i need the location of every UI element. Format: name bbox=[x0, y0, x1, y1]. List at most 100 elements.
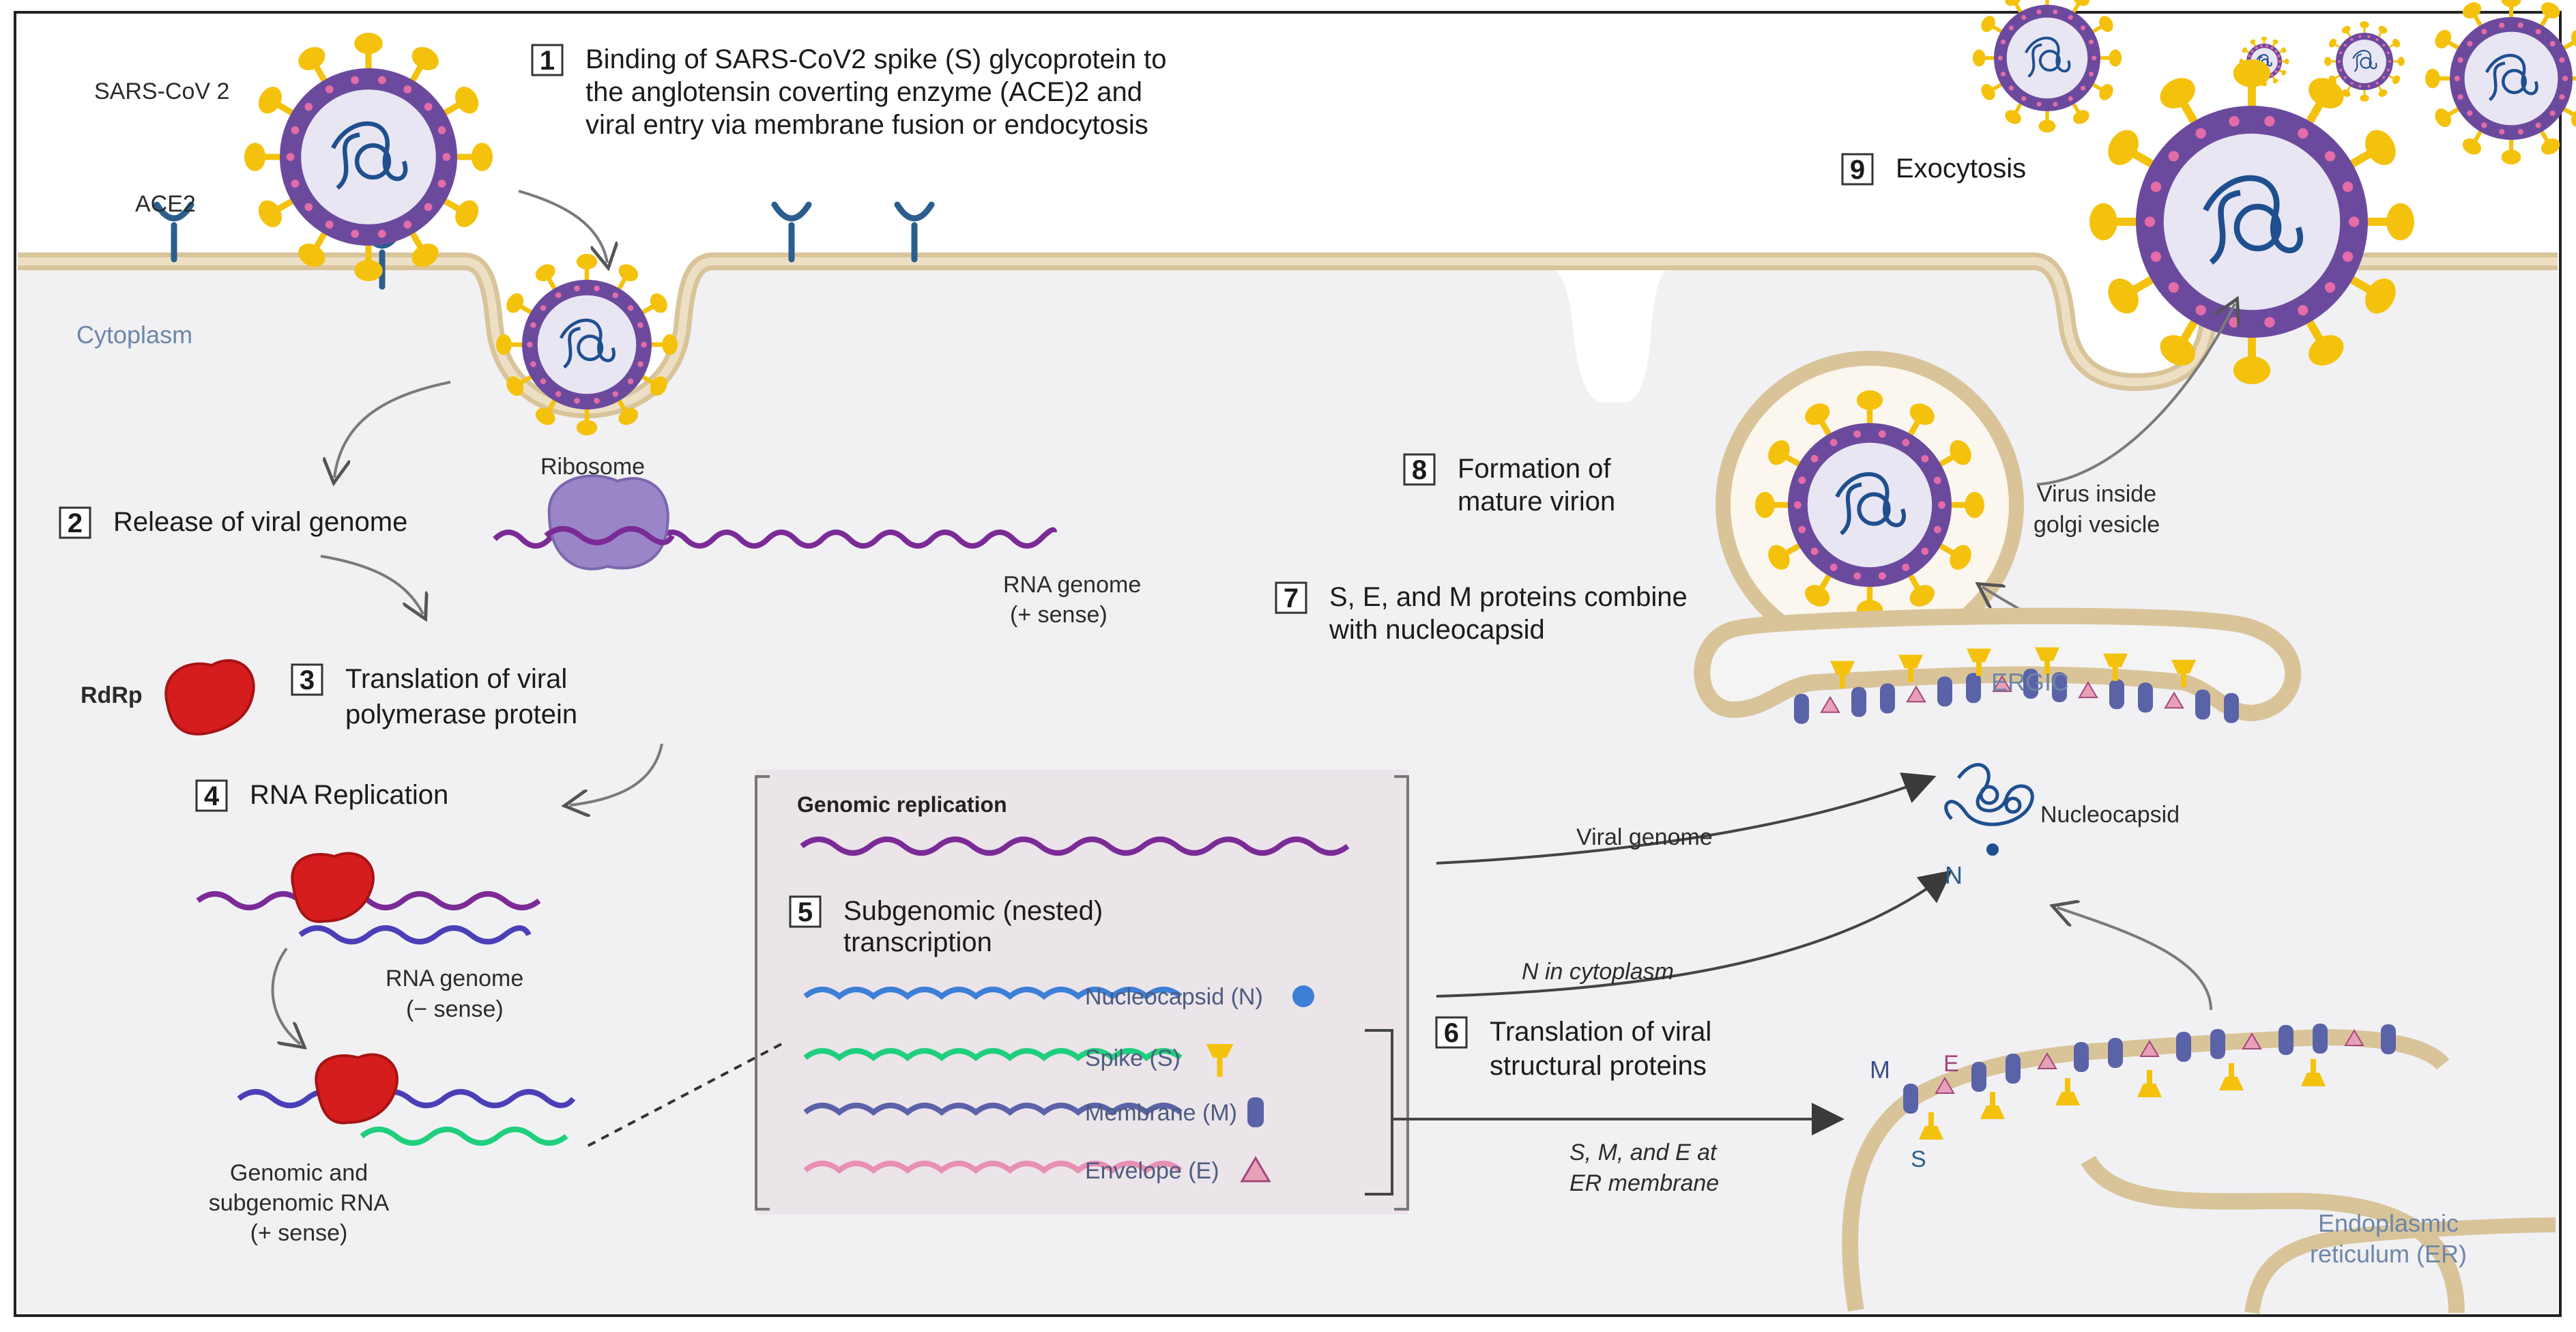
virion bbox=[2089, 59, 2415, 384]
spike-protein bbox=[617, 399, 639, 425]
spike-protein bbox=[2038, 111, 2056, 133]
er-membrane-proteins-label-2: ER membrane bbox=[1569, 1170, 1719, 1196]
spike-protein bbox=[2171, 659, 2196, 687]
spike-protein bbox=[2160, 78, 2198, 124]
viral-core bbox=[2343, 40, 2386, 83]
transcript-list: Nucleocapsid (N)Spike (S)Membrane (M)Env… bbox=[803, 984, 1314, 1184]
envelope-protein bbox=[2139, 1040, 2160, 1057]
spike-protein bbox=[2368, 203, 2415, 241]
spike-protein bbox=[2100, 49, 2122, 67]
n-cytoplasm-arrow-label: N in cytoplasm bbox=[1522, 959, 1674, 985]
rdrp-on-strand bbox=[291, 852, 375, 923]
spike-protein bbox=[1952, 491, 1985, 519]
transcript-row: Nucleocapsid (N) bbox=[803, 984, 1314, 1010]
membrane-protein bbox=[2278, 1025, 2293, 1055]
spike-protein bbox=[2072, 103, 2089, 124]
transcript-label: Membrane (M) bbox=[1085, 1100, 1237, 1126]
replication-strands bbox=[196, 891, 576, 1146]
spike-protein bbox=[2573, 76, 2576, 81]
spike-protein bbox=[2233, 338, 2271, 384]
spike-protein bbox=[1805, 574, 1832, 607]
step-number: 9 bbox=[1850, 155, 1865, 185]
spike-protein bbox=[1981, 83, 2002, 100]
ergic-membrane bbox=[1694, 607, 2302, 722]
envelope-protein bbox=[2078, 681, 2098, 699]
membrane-protein-icon bbox=[1247, 1097, 1264, 1127]
step-number: 8 bbox=[1412, 455, 1427, 485]
virion bbox=[244, 33, 493, 281]
spike-protein bbox=[2272, 39, 2278, 47]
transcript-label: Spike (S) bbox=[1085, 1045, 1181, 1071]
ace2-receptor bbox=[771, 201, 812, 263]
spike-protein bbox=[1980, 1092, 2005, 1119]
spike-protein bbox=[535, 264, 557, 290]
spike-protein bbox=[2301, 1059, 2326, 1086]
spike-protein bbox=[1908, 403, 1935, 436]
membrane-protein bbox=[1851, 686, 1866, 717]
ace2-receptor bbox=[894, 201, 935, 263]
step-number-box bbox=[195, 779, 228, 812]
spike-protein bbox=[2324, 57, 2336, 66]
e-label: E bbox=[1943, 1051, 1959, 1077]
rna-through-ribosome bbox=[544, 526, 675, 545]
membrane-protein bbox=[1903, 1084, 1918, 1114]
spike-protein bbox=[1830, 661, 1855, 689]
envelope-protein bbox=[1820, 695, 1840, 713]
spike-protein bbox=[1768, 543, 1801, 570]
er-proteins bbox=[1903, 1024, 2396, 1140]
spike-protein bbox=[2360, 90, 2369, 102]
spike-protein bbox=[2233, 59, 2271, 106]
nucleocapsid-shape bbox=[1944, 763, 2034, 826]
membrane-protein bbox=[2195, 689, 2210, 720]
spike-protein bbox=[2072, 0, 2089, 13]
genomic-replication-strand bbox=[800, 837, 1350, 856]
spike-protein bbox=[506, 293, 532, 315]
plasma-membrane-inner bbox=[18, 257, 2558, 414]
virion bbox=[1754, 390, 1985, 620]
membrane-protein bbox=[2381, 1024, 2396, 1054]
step-number-box bbox=[1435, 1016, 1468, 1049]
ergic-label: ERGIC bbox=[1991, 668, 2069, 696]
spike-protein bbox=[1939, 543, 1971, 570]
step-text: transcription bbox=[843, 927, 992, 957]
nucleocapsid-label: Nucleocapsid bbox=[2040, 802, 2180, 828]
arrow-n-cytoplasm bbox=[1436, 870, 1953, 998]
step-number-box bbox=[1841, 153, 1874, 186]
genomic-subgenomic-label-1: Genomic and bbox=[230, 1160, 368, 1186]
spike-protein bbox=[2377, 85, 2388, 98]
golgi-label-2: golgi vesicle bbox=[2034, 512, 2160, 538]
spike-protein bbox=[444, 199, 479, 227]
spike-protein bbox=[2282, 58, 2289, 65]
step-text: Subgenomic (nested) bbox=[843, 896, 1103, 926]
step-number-box bbox=[531, 44, 564, 76]
transcript-wave bbox=[803, 1048, 1183, 1062]
spike-protein bbox=[1972, 49, 1994, 67]
spike-protein bbox=[457, 143, 493, 171]
spike-protein bbox=[258, 87, 293, 115]
m-label: M bbox=[1870, 1056, 1890, 1084]
step-number-box bbox=[1275, 581, 1307, 614]
membrane-protein bbox=[2052, 672, 2067, 703]
virion bbox=[2425, 0, 2576, 164]
spike-protein bbox=[2108, 130, 2154, 168]
viral-core bbox=[2464, 31, 2558, 126]
envelope-protein bbox=[1992, 675, 2012, 693]
spike-protein bbox=[2092, 83, 2113, 100]
step-text: polymerase protein bbox=[345, 699, 577, 729]
step-number: 1 bbox=[540, 46, 555, 76]
spike-protein bbox=[2045, 0, 2049, 5]
spike-protein bbox=[1908, 574, 1935, 607]
spike-protein bbox=[2388, 38, 2401, 48]
spike-protein bbox=[2278, 47, 2287, 54]
spike-protein bbox=[1805, 403, 1832, 436]
spike-protein bbox=[244, 143, 280, 171]
transcript-row: Membrane (M) bbox=[803, 1097, 1264, 1127]
genomic-subgenomic-label-2: subgenomic RNA bbox=[209, 1190, 390, 1216]
